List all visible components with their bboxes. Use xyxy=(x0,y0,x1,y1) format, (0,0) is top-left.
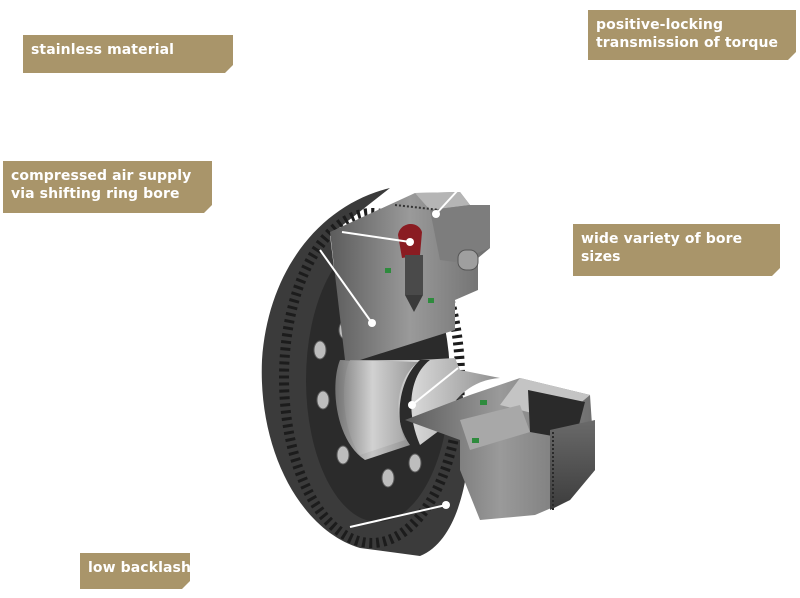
callout-positive-locking: positive-locking transmission of torque xyxy=(588,10,796,60)
callout-text-line1: positive-locking xyxy=(596,17,724,33)
callout-low-backlash: low backlash xyxy=(80,553,190,589)
callout-text: stainless material xyxy=(31,42,175,58)
callout-text-line2: transmission of torque xyxy=(596,35,779,51)
lower-cutaway-block xyxy=(405,378,595,520)
callout-text-line1: compressed air supply xyxy=(11,168,192,184)
callout-text: low backlash xyxy=(88,560,192,576)
callout-compressed-air: compressed air supply via shifting ring … xyxy=(3,161,212,213)
upper-cutaway-block xyxy=(330,192,490,360)
callout-text-line1: wide variety of bore xyxy=(581,231,743,247)
callout-text-line2: via shifting ring bore xyxy=(11,186,180,202)
leader-dots xyxy=(368,210,450,509)
callout-stainless-material: stainless material xyxy=(23,35,233,73)
callout-bore-sizes: wide variety of bore sizes xyxy=(573,224,780,276)
callout-text-line2: sizes xyxy=(581,249,621,265)
leader-lines xyxy=(319,189,459,528)
